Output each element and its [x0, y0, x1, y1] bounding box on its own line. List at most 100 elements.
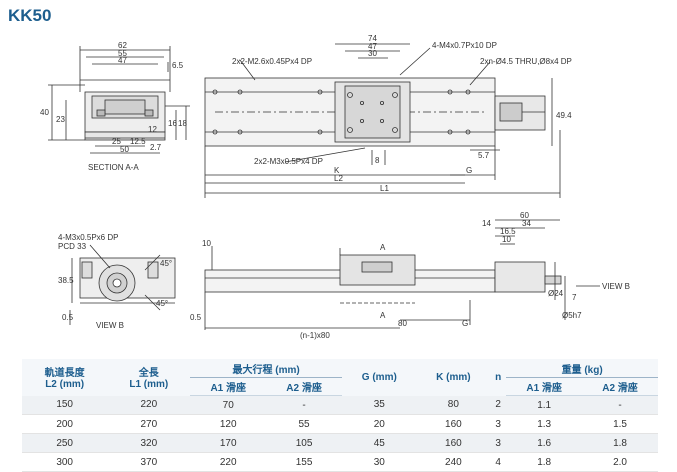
header-weight-a1: A1 滑座 [506, 377, 583, 396]
note-m4: 4-M4x0.7Px10 DP [432, 41, 497, 50]
dim-6-5: 6.5 [172, 61, 184, 70]
dim-16-5: 16.5 [500, 227, 516, 236]
note-m2-6: 2x2-M2.6x0.45Px4 DP [232, 57, 312, 66]
top-view [204, 43, 561, 198]
dim-18: 18 [178, 119, 187, 128]
header-k: K (mm) [416, 359, 491, 396]
header-g: G (mm) [341, 359, 417, 396]
page-title: KK50 [8, 6, 52, 25]
dim-l1: L1 [380, 184, 389, 193]
dim-k: K [334, 166, 340, 175]
table-cell: 1.8 [506, 452, 583, 472]
table-cell: 1.5 [582, 414, 658, 434]
section-a-a-view [48, 46, 190, 154]
table-cell: 120 [190, 414, 267, 434]
note-pcd: PCD 33 [58, 242, 87, 251]
table-cell: 3 [490, 433, 507, 453]
table-cell: 2 [490, 395, 507, 415]
view-b-arrow-label: VIEW B [602, 282, 630, 291]
dim-23: 23 [56, 115, 65, 124]
table-row: 300 370 220 155 30 240 4 1.8 2.0 [22, 452, 658, 472]
table-cell: 220 [190, 452, 267, 472]
dim-0-5: 0.5 [62, 313, 74, 322]
table-row: 250 320 170 105 45 160 3 1.6 1.8 [22, 433, 658, 453]
table-cell: 1.8 [582, 433, 658, 453]
dim-10: 10 [202, 239, 211, 248]
table-cell: 240 [416, 452, 491, 472]
dim-16: 16 [168, 119, 177, 128]
table-cell: 3 [490, 414, 507, 434]
table-cell: 160 [416, 414, 491, 434]
table-cell: 270 [107, 414, 191, 434]
table-cell: 1.6 [506, 433, 583, 453]
dim-38-5: 38.5 [58, 276, 74, 285]
table-cell: 1.1 [506, 395, 583, 415]
note-m3: 2x2-M3x0.5Px4 DP [254, 157, 323, 166]
dim-24: Ø24 [548, 289, 564, 298]
dim-8: 8 [375, 156, 380, 165]
table-cell: 160 [416, 433, 491, 453]
table-cell: 70 [190, 395, 267, 415]
dim-55: 55 [118, 49, 127, 58]
dim-40: 40 [40, 108, 49, 117]
side-view [204, 219, 600, 330]
table-cell: 250 [22, 433, 108, 453]
dim-0-5-side: 0.5 [190, 313, 202, 322]
table-cell: - [582, 395, 658, 415]
table-cell: 300 [22, 452, 108, 472]
header-max-stroke: 最大行程 (mm) [190, 359, 342, 378]
table-cell: 4 [490, 452, 507, 472]
dim-g-side: G [462, 319, 468, 328]
note-m3-6dp: 4-M3x0.5Px6 DP [58, 233, 118, 242]
table-row: 200 270 120 55 20 160 3 1.3 1.5 [22, 414, 658, 434]
section-marker-a-bottom: A [380, 311, 386, 320]
note-thru: 2xn-Ø4.5 THRU,Ø8x4 DP [480, 57, 572, 66]
dim-62: 62 [118, 41, 127, 50]
dim-5h7: Ø5h7 [562, 311, 582, 320]
table-cell: 35 [341, 395, 417, 415]
dim-80: 80 [398, 319, 407, 328]
dim-60: 60 [520, 211, 529, 220]
dim-l2: L2 [334, 174, 343, 183]
table-cell: - [266, 395, 342, 415]
table-cell: 320 [107, 433, 191, 453]
table-cell: 370 [107, 452, 191, 472]
table-cell: 155 [266, 452, 342, 472]
dim-49-4: 49.4 [556, 111, 572, 120]
table-cell: 45 [341, 433, 417, 453]
dim-5-7: 5.7 [478, 151, 490, 160]
dim-7: 7 [572, 293, 577, 302]
table-cell: 20 [341, 414, 417, 434]
table-cell: 1.3 [506, 414, 583, 434]
dim-25: 25 [112, 137, 121, 146]
dim-30: 30 [368, 49, 377, 58]
table-cell: 170 [190, 433, 267, 453]
dim-50: 50 [120, 145, 129, 154]
dim-12-5: 12.5 [130, 137, 146, 146]
dim-74: 74 [368, 34, 377, 43]
table-cell: 55 [266, 414, 342, 434]
dim-12: 12 [148, 125, 157, 134]
header-weight: 重量 (kg) [506, 359, 658, 378]
table-cell: 200 [22, 414, 108, 434]
header-stroke-a1: A1 滑座 [190, 377, 267, 396]
table-cell: 2.0 [582, 452, 658, 472]
dim-47-top: 47 [368, 42, 377, 51]
dim-47-left: 47 [118, 56, 127, 65]
table-cell: 105 [266, 433, 342, 453]
dim-34: 34 [522, 219, 531, 228]
dim-10-side: 10 [502, 235, 511, 244]
header-weight-a2: A2 滑座 [582, 377, 658, 396]
table-cell: 80 [416, 395, 491, 415]
section-label: SECTION A-A [88, 163, 139, 172]
table-cell: 30 [341, 452, 417, 472]
technical-drawing: 62 55 47 6.5 40 23 16 18 12 12.5 2.7 25 … [40, 34, 630, 340]
dim-45-b: 45° [156, 299, 168, 308]
dim-45-a: 45° [160, 259, 172, 268]
header-stroke-a2: A2 滑座 [266, 377, 342, 396]
table-row: 150 220 70 - 35 80 2 1.1 - [22, 395, 658, 415]
dim-g: G [466, 166, 472, 175]
